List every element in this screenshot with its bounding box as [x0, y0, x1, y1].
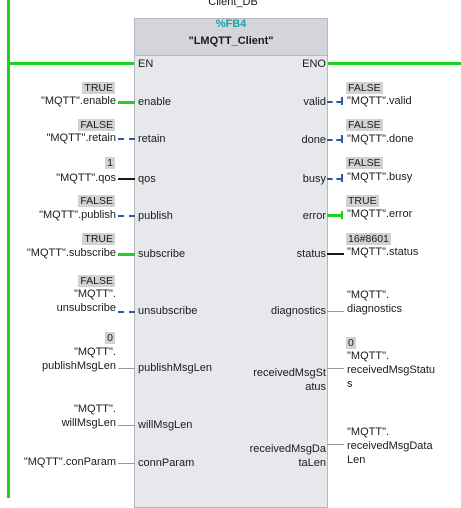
- en-powerflow-wire: [7, 62, 135, 65]
- output-busy-wire: [327, 178, 342, 180]
- pin-willmsglen[interactable]: willMsgLen: [138, 419, 193, 431]
- input-connparam-wire: [118, 463, 135, 464]
- output-diagnostics-operand-line1[interactable]: "MQTT".: [347, 289, 390, 301]
- output-receivedmsgstatus-operand-line3[interactable]: s: [347, 378, 353, 390]
- output-status-operand[interactable]: "MQTT".status: [347, 246, 419, 258]
- output-receivedmsgdatalen-operand-line2[interactable]: receivedMsgData: [347, 440, 433, 452]
- output-receivedmsgstatus-wire: [327, 368, 344, 369]
- output-receivedmsgdatalen-operand-line3[interactable]: Len: [347, 454, 366, 466]
- input-unsubscribe-operand-line1[interactable]: "MQTT".: [73, 288, 116, 300]
- pin-receivedmsgdatalen-line1[interactable]: receivedMsgDa: [249, 443, 326, 455]
- output-valid-wire: [327, 101, 342, 103]
- block-name[interactable]: "LMQTT_Client": [188, 35, 274, 47]
- input-enable-wire: [118, 101, 135, 104]
- output-done-wire: [327, 139, 342, 141]
- pin-eno[interactable]: ENO: [302, 58, 326, 70]
- pin-retain[interactable]: retain: [138, 133, 166, 145]
- input-publishmsglen-operand-line2[interactable]: publishMsgLen: [42, 360, 116, 372]
- input-subscribe-operand[interactable]: "MQTT".subscribe: [26, 247, 116, 259]
- output-busy-value: FALSE: [346, 157, 383, 169]
- block-number: %FB4: [215, 18, 247, 30]
- output-error-coil-mark: [341, 211, 343, 219]
- output-error-wire: [327, 214, 342, 217]
- output-valid-coil-mark: [341, 97, 343, 105]
- input-qos-wire: [118, 178, 135, 180]
- pin-subscribe[interactable]: subscribe: [138, 248, 186, 260]
- output-receivedmsgstatus-operand-line1[interactable]: "MQTT".: [347, 350, 390, 362]
- pin-done[interactable]: done: [301, 134, 326, 146]
- input-qos-value: 1: [105, 157, 115, 169]
- power-rail: [7, 0, 10, 498]
- input-publishmsglen-wire: [118, 368, 135, 369]
- input-willmsglen-operand-line2[interactable]: willMsgLen: [61, 417, 116, 429]
- output-valid-operand[interactable]: "MQTT".valid: [347, 95, 412, 107]
- pin-valid[interactable]: valid: [303, 96, 326, 108]
- input-subscribe-wire: [118, 253, 135, 256]
- pin-busy[interactable]: busy: [302, 173, 326, 185]
- output-diagnostics-operand-line2[interactable]: diagnostics: [347, 303, 403, 315]
- output-done-value: FALSE: [346, 119, 383, 131]
- eno-powerflow-wire: [327, 62, 461, 65]
- input-unsubscribe-operand-line2[interactable]: unsubscribe: [56, 302, 116, 314]
- output-receivedmsgstatus-value: 0: [346, 337, 356, 349]
- pin-error[interactable]: error: [302, 210, 326, 222]
- input-publish-operand[interactable]: "MQTT".publish: [39, 209, 116, 221]
- input-willmsglen-wire: [118, 425, 135, 426]
- pin-diagnostics[interactable]: diagnostics: [270, 305, 326, 317]
- pin-en[interactable]: EN: [138, 58, 154, 70]
- input-publishmsglen-operand-line1[interactable]: "MQTT".: [73, 346, 116, 358]
- pin-receivedmsgdatalen-line2[interactable]: taLen: [298, 457, 326, 469]
- input-unsubscribe-wire: [118, 311, 135, 313]
- input-subscribe-value: TRUE: [82, 233, 115, 245]
- input-retain-wire: [118, 138, 135, 140]
- input-qos-operand[interactable]: "MQTT".qos: [56, 172, 116, 184]
- output-busy-coil-mark: [341, 174, 343, 182]
- output-status-value: 16#8601: [346, 233, 391, 245]
- function-block-header: [135, 19, 327, 56]
- pin-qos[interactable]: qos: [138, 173, 156, 185]
- output-error-operand[interactable]: "MQTT".error: [347, 208, 413, 220]
- output-done-operand[interactable]: "MQTT".done: [347, 133, 414, 145]
- output-valid-value: FALSE: [346, 82, 383, 94]
- input-retain-operand[interactable]: "MQTT".retain: [46, 132, 116, 144]
- pin-publish[interactable]: publish: [138, 210, 173, 222]
- input-enable-value: TRUE: [82, 82, 115, 94]
- pin-status[interactable]: status: [296, 248, 326, 260]
- instance-db-name[interactable]: Client_DB": [208, 0, 262, 8]
- input-publishmsglen-value: 0: [105, 332, 115, 344]
- pin-unsubscribe[interactable]: unsubscribe: [138, 305, 198, 317]
- input-publish-wire: [118, 215, 135, 217]
- pin-receivedmsgstatus-line1[interactable]: receivedMsgSt: [253, 367, 326, 379]
- input-willmsglen-operand-line1[interactable]: "MQTT".: [73, 403, 116, 415]
- output-receivedmsgdatalen-wire: [327, 444, 344, 445]
- output-done-coil-mark: [341, 135, 343, 143]
- output-status-wire: [327, 253, 344, 255]
- output-receivedmsgstatus-operand-line2[interactable]: receivedMsgStatu: [347, 364, 436, 376]
- pin-enable[interactable]: enable: [138, 96, 172, 108]
- output-receivedmsgdatalen-operand-line1[interactable]: "MQTT".: [347, 426, 390, 438]
- input-unsubscribe-value: FALSE: [78, 275, 115, 287]
- pin-publishmsglen[interactable]: publishMsgLen: [138, 362, 212, 374]
- output-error-value: TRUE: [346, 195, 379, 207]
- pin-receivedmsgstatus-line2[interactable]: atus: [305, 381, 326, 393]
- pin-connparam[interactable]: connParam: [138, 457, 195, 469]
- output-busy-operand[interactable]: "MQTT".busy: [347, 171, 413, 183]
- input-publish-value: FALSE: [78, 195, 115, 207]
- output-diagnostics-wire: [327, 311, 344, 312]
- input-connparam-operand[interactable]: "MQTT".conParam: [23, 456, 116, 468]
- input-enable-operand[interactable]: "MQTT".enable: [40, 95, 116, 107]
- input-retain-value: FALSE: [78, 119, 115, 131]
- function-block[interactable]: [134, 18, 328, 508]
